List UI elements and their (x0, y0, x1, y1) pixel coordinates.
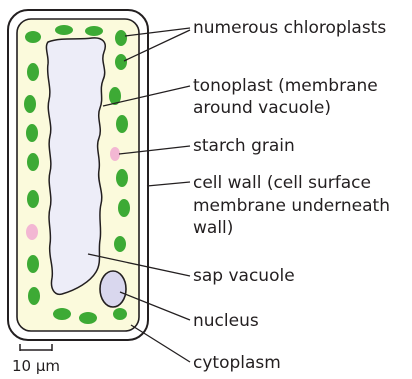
chloroplast (115, 30, 127, 46)
chloroplast (27, 190, 39, 208)
label-tonoplast-line1: tonoplast (membrane (193, 76, 378, 96)
label-tonoplast-line2: around vacuole) (193, 98, 331, 118)
chloroplast (79, 312, 97, 324)
chloroplast (24, 95, 36, 113)
label-nucleus: nucleus (193, 311, 259, 331)
chloroplast (114, 236, 126, 252)
chloroplast (26, 124, 38, 142)
label-sap-vacuole: sap vacuole (193, 266, 295, 286)
chloroplast (116, 115, 128, 133)
label-cytoplasm: cytoplasm (193, 353, 281, 373)
leader-cell-wall (147, 182, 190, 186)
starch-grain (110, 147, 120, 161)
chloroplast (113, 308, 127, 320)
chloroplast (55, 25, 73, 35)
label-cell-wall-line3: wall) (193, 218, 233, 238)
chloroplast (27, 63, 39, 81)
chloroplast (25, 31, 41, 43)
nucleus (100, 271, 126, 307)
chloroplast (116, 169, 128, 187)
chloroplast (85, 26, 103, 36)
label-cell-wall-line1: cell wall (cell surface (193, 173, 371, 193)
chloroplast (115, 54, 127, 70)
chloroplast (53, 308, 71, 320)
chloroplast (118, 199, 130, 217)
chloroplast (27, 153, 39, 171)
leader-cytoplasm (131, 325, 190, 362)
label-chloroplasts: numerous chloroplasts (193, 18, 386, 38)
scale-bar: 10 µm (12, 344, 60, 375)
scale-bar-label: 10 µm (12, 357, 60, 375)
chloroplast (28, 287, 40, 305)
label-starch-grain: starch grain (193, 136, 295, 156)
starch-grain (26, 224, 38, 240)
chloroplast (27, 255, 39, 273)
label-cell-wall-line2: membrane underneath (193, 196, 390, 216)
